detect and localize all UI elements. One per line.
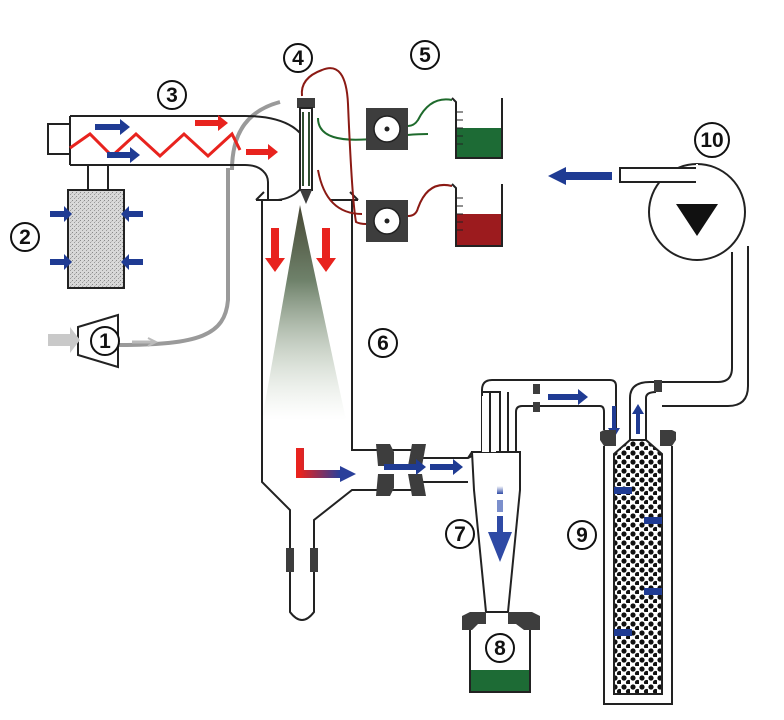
label-4: 4 — [292, 47, 304, 70]
beaker-red-liquid — [457, 214, 501, 245]
callout-10: 10 — [694, 122, 730, 158]
chamber-cyclone-pipe — [376, 444, 477, 496]
label-7: 7 — [454, 523, 466, 546]
callout-9: 9 — [567, 520, 597, 550]
aspirator — [548, 163, 749, 407]
label-2: 2 — [19, 226, 31, 249]
label-8: 8 — [494, 637, 506, 660]
label-10: 10 — [700, 129, 723, 152]
label-6: 6 — [377, 332, 389, 355]
feed-pumps — [347, 97, 503, 247]
label-9: 9 — [576, 524, 588, 547]
heater-hot-arrows — [195, 115, 278, 160]
callout-2: 2 — [10, 222, 40, 252]
callout-8: 8 — [485, 633, 515, 663]
outlet-filter — [533, 379, 676, 705]
air-inlet-arrow — [48, 327, 80, 353]
nozzle — [297, 67, 429, 215]
chamber-hot-arrows — [265, 228, 336, 272]
spray-cone — [262, 205, 346, 420]
callout-5: 5 — [410, 40, 440, 70]
callout-4: 4 — [283, 43, 313, 73]
dehumidifier — [50, 165, 143, 289]
label-5: 5 — [419, 44, 431, 67]
heating-coil — [69, 131, 242, 159]
callout-1: 1 — [90, 326, 120, 356]
exhaust-arrow — [548, 167, 612, 185]
outlet-flow-arrow — [296, 448, 340, 478]
filter-flow-arrows — [614, 487, 662, 636]
callout-3: 3 — [157, 80, 187, 110]
callout-7: 7 — [445, 519, 475, 549]
label-1: 1 — [99, 330, 111, 353]
label-3: 3 — [166, 84, 178, 107]
callout-6: 6 — [368, 328, 398, 358]
drying-chamber — [255, 191, 384, 621]
beaker-green-liquid — [457, 128, 501, 157]
collected-powder — [471, 670, 529, 691]
cyclone — [467, 379, 536, 613]
heater-air-arrows — [95, 119, 140, 163]
